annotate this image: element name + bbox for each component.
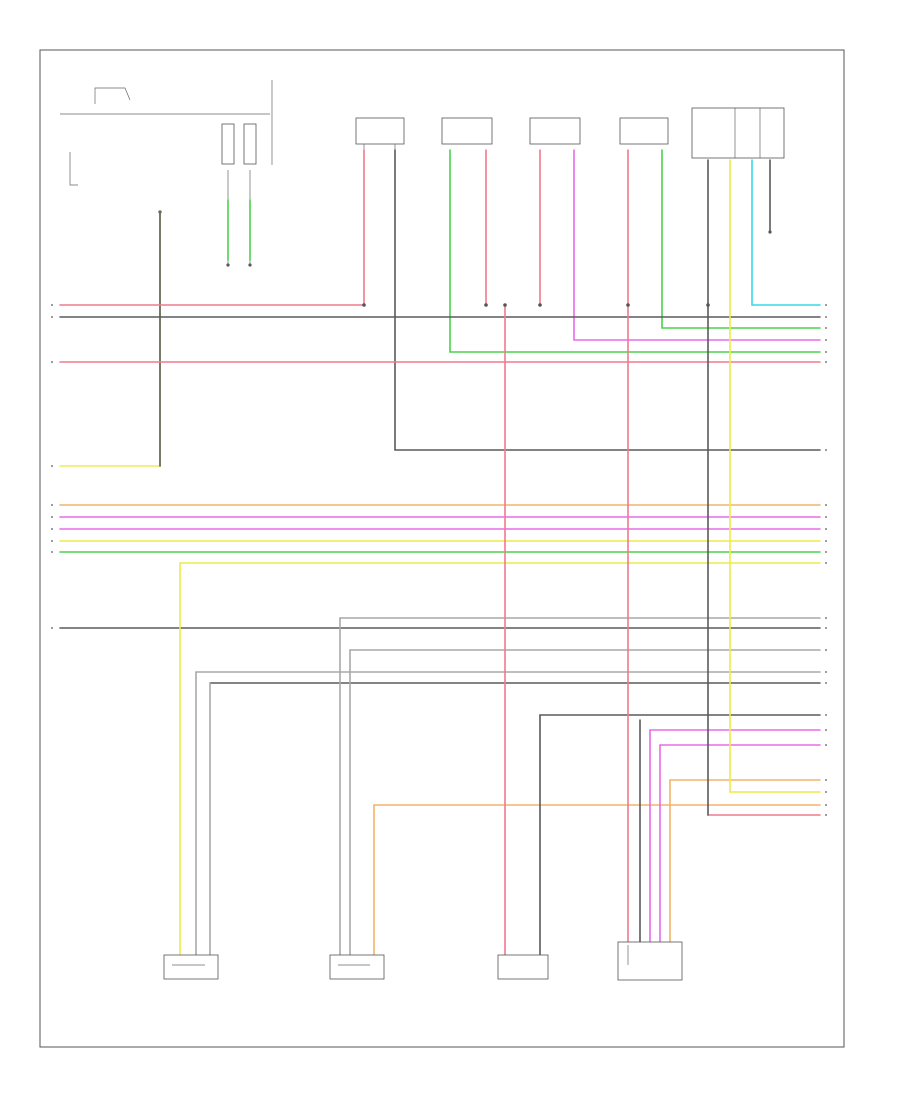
module-3: [529, 117, 581, 145]
splices: [362, 303, 710, 307]
diagram-frame: [39, 49, 845, 1048]
horizontal-bus: [59, 304, 821, 816]
module-4: [619, 117, 669, 145]
module-5: [691, 107, 785, 234]
vertical-wires-bottom: [179, 304, 731, 961]
right-edge-markers: [825, 304, 827, 816]
left-edge-markers: [51, 304, 53, 629]
component-bottom-4: [617, 941, 683, 981]
vertical-wires-top: [59, 149, 821, 467]
component-bottom-3: [497, 954, 549, 980]
component-bottom-2: [329, 954, 385, 980]
component-bottom-1: [163, 954, 219, 980]
module-2: [441, 117, 493, 145]
top-left-components: [60, 80, 273, 267]
